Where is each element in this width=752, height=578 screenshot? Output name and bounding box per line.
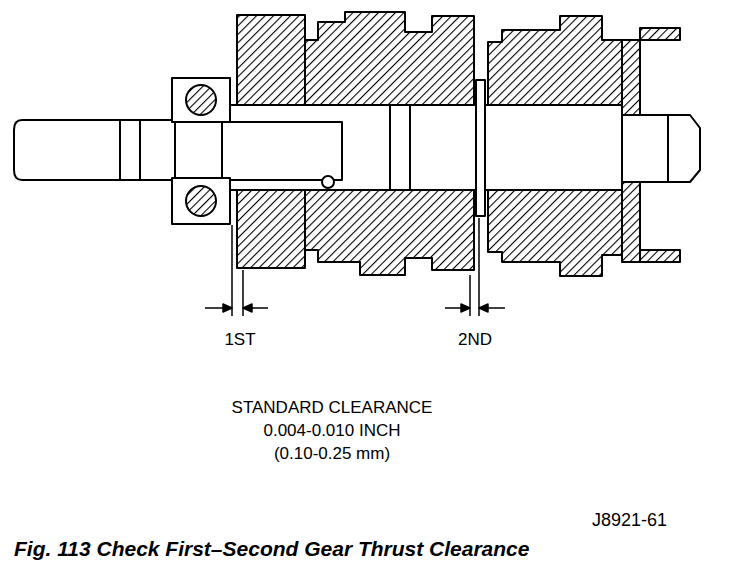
figure-code: J8921-61 — [592, 510, 667, 531]
sleeve — [222, 122, 342, 180]
ball-bearing — [172, 78, 230, 224]
dimension-label: 1ST — [224, 330, 255, 350]
locating-ball — [322, 176, 334, 188]
spec-note: 0.004-0.010 INCH — [263, 421, 400, 441]
shaft-end — [622, 115, 700, 182]
shaft-step — [409, 105, 411, 190]
spec-note: STANDARD CLEARANCE — [232, 398, 433, 418]
shaft-step — [139, 120, 141, 180]
dimension-label: 2ND — [458, 330, 492, 350]
shaft-step — [389, 105, 391, 190]
shaft-step — [667, 115, 669, 182]
figure-caption: Fig. 113 Check First–Second Gear Thrust … — [14, 537, 529, 561]
dimension-1st — [205, 225, 268, 316]
shaft-step — [119, 120, 121, 180]
spec-note: (0.10-0.25 mm) — [274, 444, 390, 464]
dimension-2nd — [445, 218, 505, 316]
shaft-stub — [14, 120, 175, 180]
retainer — [622, 28, 680, 262]
thrust-washer — [476, 80, 485, 216]
